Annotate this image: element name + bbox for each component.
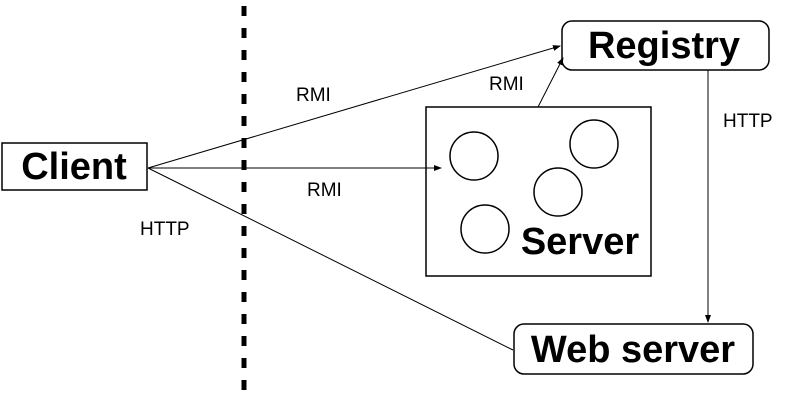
edge-label-client-registry: RMI (296, 85, 331, 106)
server-node: Server (425, 106, 652, 277)
registry-label: Registry (588, 25, 740, 67)
remote-object-circle (449, 131, 499, 181)
edge-client-to-web-server (147, 167, 514, 351)
edge-label-registry-web-server: HTTP (723, 111, 773, 132)
remote-object-circle (569, 119, 619, 169)
web-server-label: Web server (531, 329, 735, 371)
web-server-node: Web server (513, 323, 754, 375)
client-box (1, 142, 148, 191)
edge-label-client-server: RMI (307, 180, 342, 201)
client-label: Client (21, 146, 127, 188)
registry-node: Registry (561, 20, 770, 71)
client-node: Client (1, 142, 148, 191)
registry-box (561, 20, 770, 71)
server-label: Server (521, 221, 640, 263)
edge-label-client-web-server: HTTP (140, 219, 190, 240)
edge-server-to-registry (537, 57, 564, 108)
web-server-box (513, 323, 754, 375)
edge-label-server-registry: RMI (489, 74, 524, 95)
edge-client-to-registry (147, 45, 561, 169)
remote-object-circle (533, 167, 583, 217)
remote-object-circle (460, 204, 510, 254)
